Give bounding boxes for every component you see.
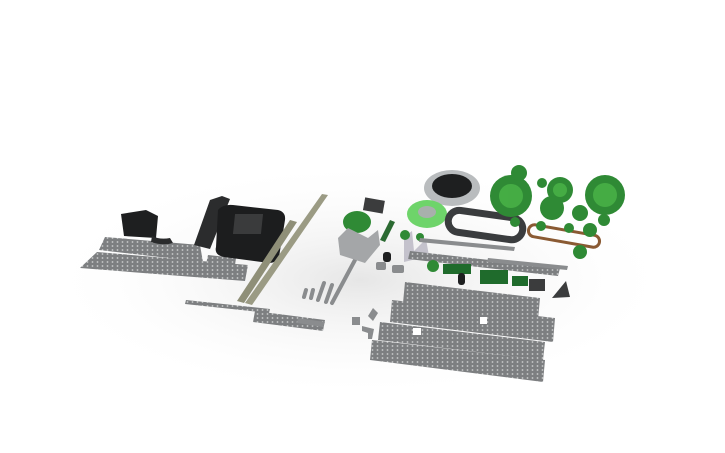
green-disc	[427, 260, 439, 272]
plate-right-1	[403, 282, 540, 320]
ground-shadow	[40, 160, 680, 400]
gear-highlights	[499, 183, 617, 208]
omni-wheel-hub	[418, 206, 436, 218]
plate-cutout-1	[413, 328, 421, 335]
standoffs	[302, 258, 357, 305]
green-motor-3	[512, 276, 528, 286]
bar-long-2	[253, 311, 325, 331]
gray-connectors	[352, 262, 404, 339]
dark-wedge	[552, 281, 570, 298]
small-green-1	[400, 230, 410, 240]
green-motor-2	[480, 270, 508, 284]
plate-cutout-2	[480, 317, 487, 324]
plate-small	[205, 255, 236, 272]
olive-bar-1	[237, 220, 297, 303]
gear-set	[490, 165, 625, 259]
bracket-dark	[151, 236, 173, 245]
green-gear-mid	[343, 211, 371, 233]
rail-2	[408, 251, 560, 276]
black-spacer	[383, 252, 391, 262]
bar-short-1	[297, 318, 325, 327]
rail-3	[487, 258, 568, 270]
green-motor-1	[443, 264, 471, 274]
plate-right-4	[370, 340, 545, 382]
olive-bar-2	[245, 194, 328, 305]
controller-screen	[232, 214, 264, 234]
metal-bracket-1	[338, 228, 380, 263]
rail-1	[419, 238, 515, 251]
plate-large-2	[80, 252, 248, 281]
plate-right-2	[390, 300, 555, 342]
motor-block	[121, 210, 158, 238]
tank-tread-chain	[444, 206, 527, 244]
green-shaft	[380, 220, 395, 242]
wheel-hub-black	[432, 174, 472, 198]
dark-block	[529, 279, 545, 291]
black-axle	[458, 273, 465, 285]
plate-large-1	[99, 237, 203, 262]
bar-long-1	[185, 300, 270, 313]
dark-clip	[362, 197, 385, 214]
